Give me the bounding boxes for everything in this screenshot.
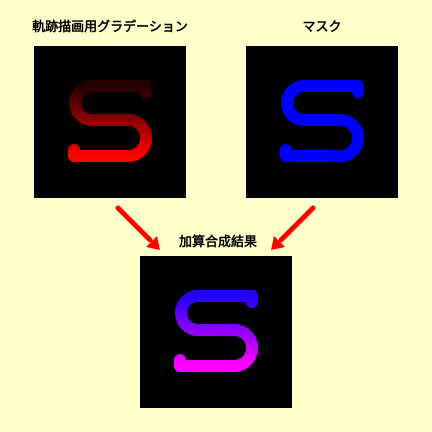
gradient-s-path [68, 80, 152, 162]
mask-panel [246, 46, 398, 198]
gradient-panel [34, 46, 186, 198]
mask-panel-label: マスク [302, 20, 342, 35]
mask-s-path [280, 80, 364, 162]
result-s-shape [174, 290, 258, 372]
result-panel [140, 256, 292, 408]
result-panel-label: 加算合成結果 [178, 235, 257, 250]
gradient-panel-label: 軌跡描画用グラデーション [32, 20, 188, 35]
gradient-s-shape [68, 80, 152, 162]
result-s-path [174, 290, 258, 372]
mask-s-shape [280, 80, 364, 162]
